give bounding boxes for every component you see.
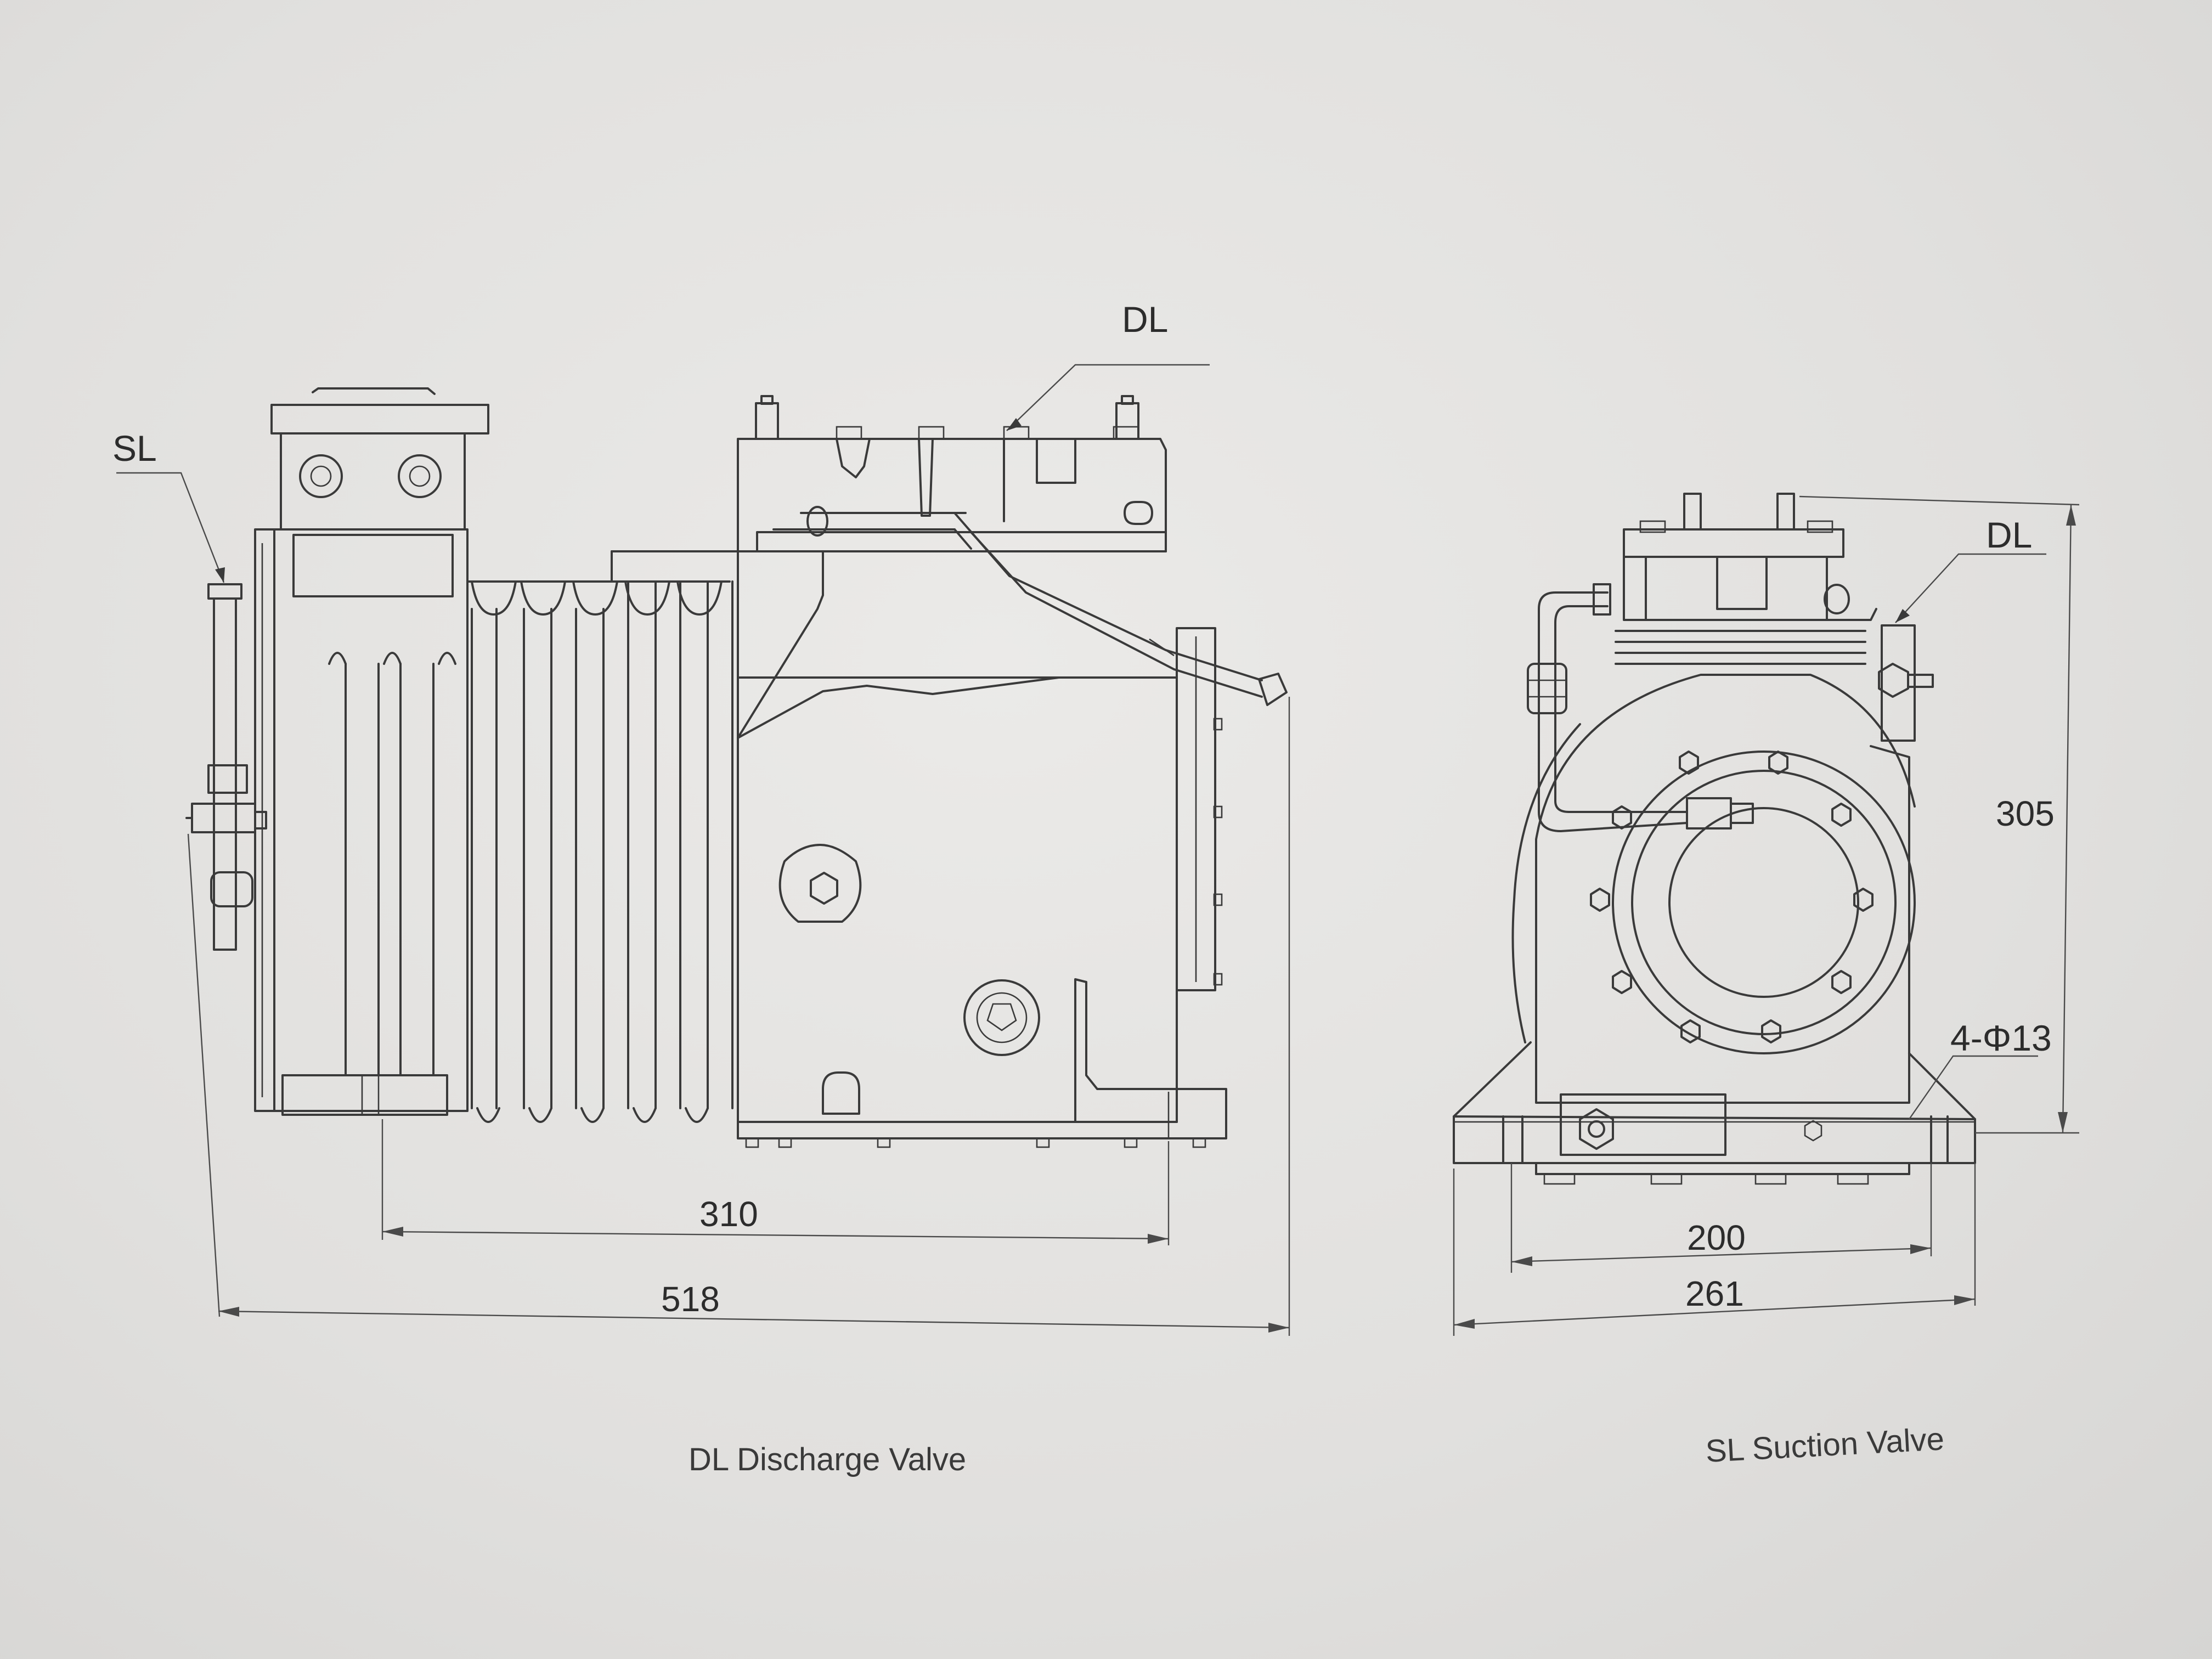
sl-callout: SL	[112, 428, 225, 583]
caption-suction-valve: SL Suction Valve	[1705, 1421, 1945, 1469]
end-suction-pipe	[1527, 583, 1754, 832]
side-dimensions: 310 518	[187, 697, 1290, 1336]
base-bolts	[745, 1137, 1206, 1148]
end-cylinder-head	[1615, 493, 1877, 665]
motor-housing-ribs	[328, 550, 739, 1123]
mount-holes-label: 4-Φ13	[1950, 1018, 2052, 1058]
discharge-line	[953, 512, 1288, 706]
motor-head	[254, 387, 489, 1116]
suction-valve	[185, 583, 267, 951]
end-dimensions: 305 200 261	[1453, 495, 2080, 1336]
mount-holes-callout: 4-Φ13	[1909, 1018, 2052, 1120]
dl-label-end: DL	[1986, 515, 2032, 555]
end-discharge-valve	[1878, 624, 1934, 742]
caption-discharge-valve: DL Discharge Valve	[689, 1442, 966, 1477]
compressor-body	[737, 550, 1227, 1148]
dim-310: 310	[699, 1194, 758, 1234]
side-view: DL SL 310 518 DL Discharge Valve	[112, 299, 1290, 1477]
end-view: DL 4-Φ13 305 200 261	[1453, 493, 2080, 1469]
dim-261: 261	[1685, 1274, 1744, 1313]
end-base	[1453, 1041, 1976, 1185]
side-cover-bolts	[1213, 718, 1223, 986]
flange-bolts	[1590, 751, 1874, 1043]
cylinder-head	[737, 395, 1167, 552]
end-body	[1511, 674, 1916, 1104]
dl-callout-end: DL	[1895, 515, 2046, 623]
dl-label-side: DL	[1122, 299, 1168, 340]
dim-200: 200	[1687, 1218, 1746, 1257]
sl-label: SL	[112, 428, 157, 469]
dl-callout-side: DL	[1006, 299, 1210, 431]
dim-305: 305	[1996, 794, 2055, 833]
dim-518: 518	[661, 1279, 720, 1319]
